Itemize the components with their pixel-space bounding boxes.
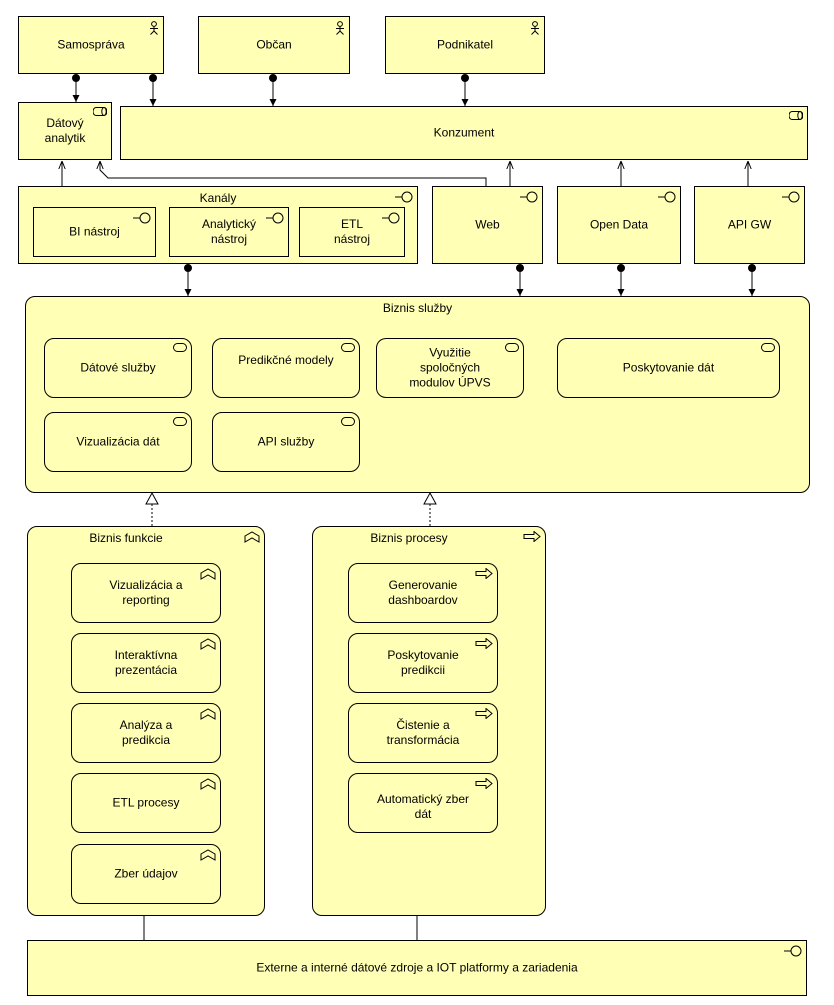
interface-icon [382, 212, 400, 224]
service-api-sluzby[interactable]: API služby [212, 412, 360, 472]
interface-icon [266, 212, 284, 224]
service-vizualizacia-dat[interactable]: Vizualizácia dát [44, 412, 192, 472]
actor-obcan[interactable]: Občan [198, 16, 350, 74]
actor-icon [530, 21, 540, 35]
process-icon [475, 568, 493, 579]
process-item[interactable]: Poskytovanie predikcii [348, 633, 498, 693]
interface-api-gw[interactable]: API GW [694, 186, 805, 264]
actor-label: Samospráva [57, 37, 125, 52]
service-icon [173, 417, 187, 426]
process-icon [475, 778, 493, 789]
group-title: Biznis funkcie [89, 531, 163, 545]
item-label: Web [475, 217, 500, 232]
interface-bi-nastroj[interactable]: BI nástroj [33, 207, 156, 257]
group-title: Kanály [199, 191, 237, 205]
role-label: Dátový analytik [44, 116, 86, 145]
function-icon [200, 638, 216, 650]
item-label: Predikčné modely [238, 353, 334, 367]
edge-web-analytik [100, 161, 487, 186]
interface-analyticky-nastroj[interactable]: Analytický nástroj [169, 207, 289, 257]
service-vyuzitie-upvs[interactable]: Využitie spoločných modulov ÚPVS [376, 338, 524, 398]
service-icon [173, 343, 187, 352]
service-poskytovanie-dat[interactable]: Poskytovanie dát [557, 338, 780, 398]
function-icon [200, 708, 216, 720]
function-item[interactable]: Zber údajov [71, 844, 221, 904]
item-label: Analýza a predikcia [119, 718, 173, 747]
service-icon [341, 417, 355, 426]
role-icon [93, 107, 107, 116]
function-icon [200, 778, 216, 790]
item-label: Dátové služby [80, 360, 156, 375]
function-icon [200, 849, 216, 861]
actor-icon [335, 21, 345, 35]
role-label: Konzument [433, 125, 495, 140]
interface-icon [658, 191, 676, 203]
actor-label: Podnikatel [436, 37, 494, 52]
actor-label: Občan [256, 37, 292, 52]
interface-etl-nastroj[interactable]: ETL nástroj [299, 207, 405, 257]
process-icon [475, 708, 493, 719]
item-label: API služby [257, 434, 315, 449]
actor-podnikatel[interactable]: Podnikatel [385, 16, 545, 74]
interface-datove-zdroje[interactable]: Externe a interné dátové zdroje a IOT pl… [27, 940, 807, 996]
process-icon [475, 638, 493, 649]
item-label: BI nástroj [69, 224, 120, 239]
role-icon [789, 111, 803, 120]
item-label: Automatický zber dát [376, 792, 470, 821]
item-label: Využitie spoločných modulov ÚPVS [409, 345, 491, 390]
function-icon [200, 568, 216, 580]
service-icon [341, 343, 355, 352]
service-datove-sluzby[interactable]: Dátové služby [44, 338, 192, 398]
function-icon [244, 531, 260, 543]
item-label: Interaktívna prezentácia [114, 648, 178, 677]
item-label: Generovanie dashboardov [388, 578, 458, 607]
role-datovy-analytik[interactable]: Dátový analytik [18, 102, 112, 160]
function-item[interactable]: Analýza a predikcia [71, 703, 221, 763]
service-predikcne-modely[interactable]: Predikčné modely [212, 338, 360, 398]
item-label: Vizualizácia dát [76, 434, 160, 449]
interface-icon [133, 212, 151, 224]
actor-icon [149, 21, 159, 35]
service-icon [505, 343, 519, 352]
service-icon [761, 343, 775, 352]
interface-icon [520, 191, 538, 203]
item-label: Čistenie a transformácia [386, 718, 460, 747]
item-label: Poskytovanie dát [622, 360, 715, 375]
item-label: Analytický nástroj [201, 217, 257, 246]
function-item[interactable]: Interaktívna prezentácia [71, 633, 221, 693]
item-label: API GW [727, 217, 772, 232]
process-item[interactable]: Čistenie a transformácia [348, 703, 498, 763]
interface-open-data[interactable]: Open Data [557, 186, 681, 264]
function-item[interactable]: ETL procesy [71, 773, 221, 833]
item-label: Zber údajov [114, 866, 178, 881]
item-label: ETL nástroj [333, 217, 371, 246]
item-label: Open Data [589, 217, 649, 232]
function-item[interactable]: Vizualizácia a reporting [71, 563, 221, 623]
item-label: Poskytovanie predikcii [387, 648, 459, 677]
group-title: Biznis procesy [370, 531, 448, 545]
process-icon [523, 531, 541, 542]
group-title: Biznis služby [382, 301, 453, 315]
item-label: Vizualizácia a reporting [109, 578, 183, 607]
interface-icon [395, 191, 413, 203]
interface-web[interactable]: Web [432, 186, 543, 264]
process-item[interactable]: Automatický zber dát [348, 773, 498, 833]
process-item[interactable]: Generovanie dashboardov [348, 563, 498, 623]
interface-icon [784, 945, 802, 957]
interface-icon [782, 191, 800, 203]
item-label: Externe a interné dátové zdroje a IOT pl… [256, 960, 578, 975]
item-label: ETL procesy [112, 795, 180, 810]
role-konzument[interactable]: Konzument [120, 106, 808, 160]
actor-samosprava[interactable]: Samospráva [18, 16, 164, 74]
